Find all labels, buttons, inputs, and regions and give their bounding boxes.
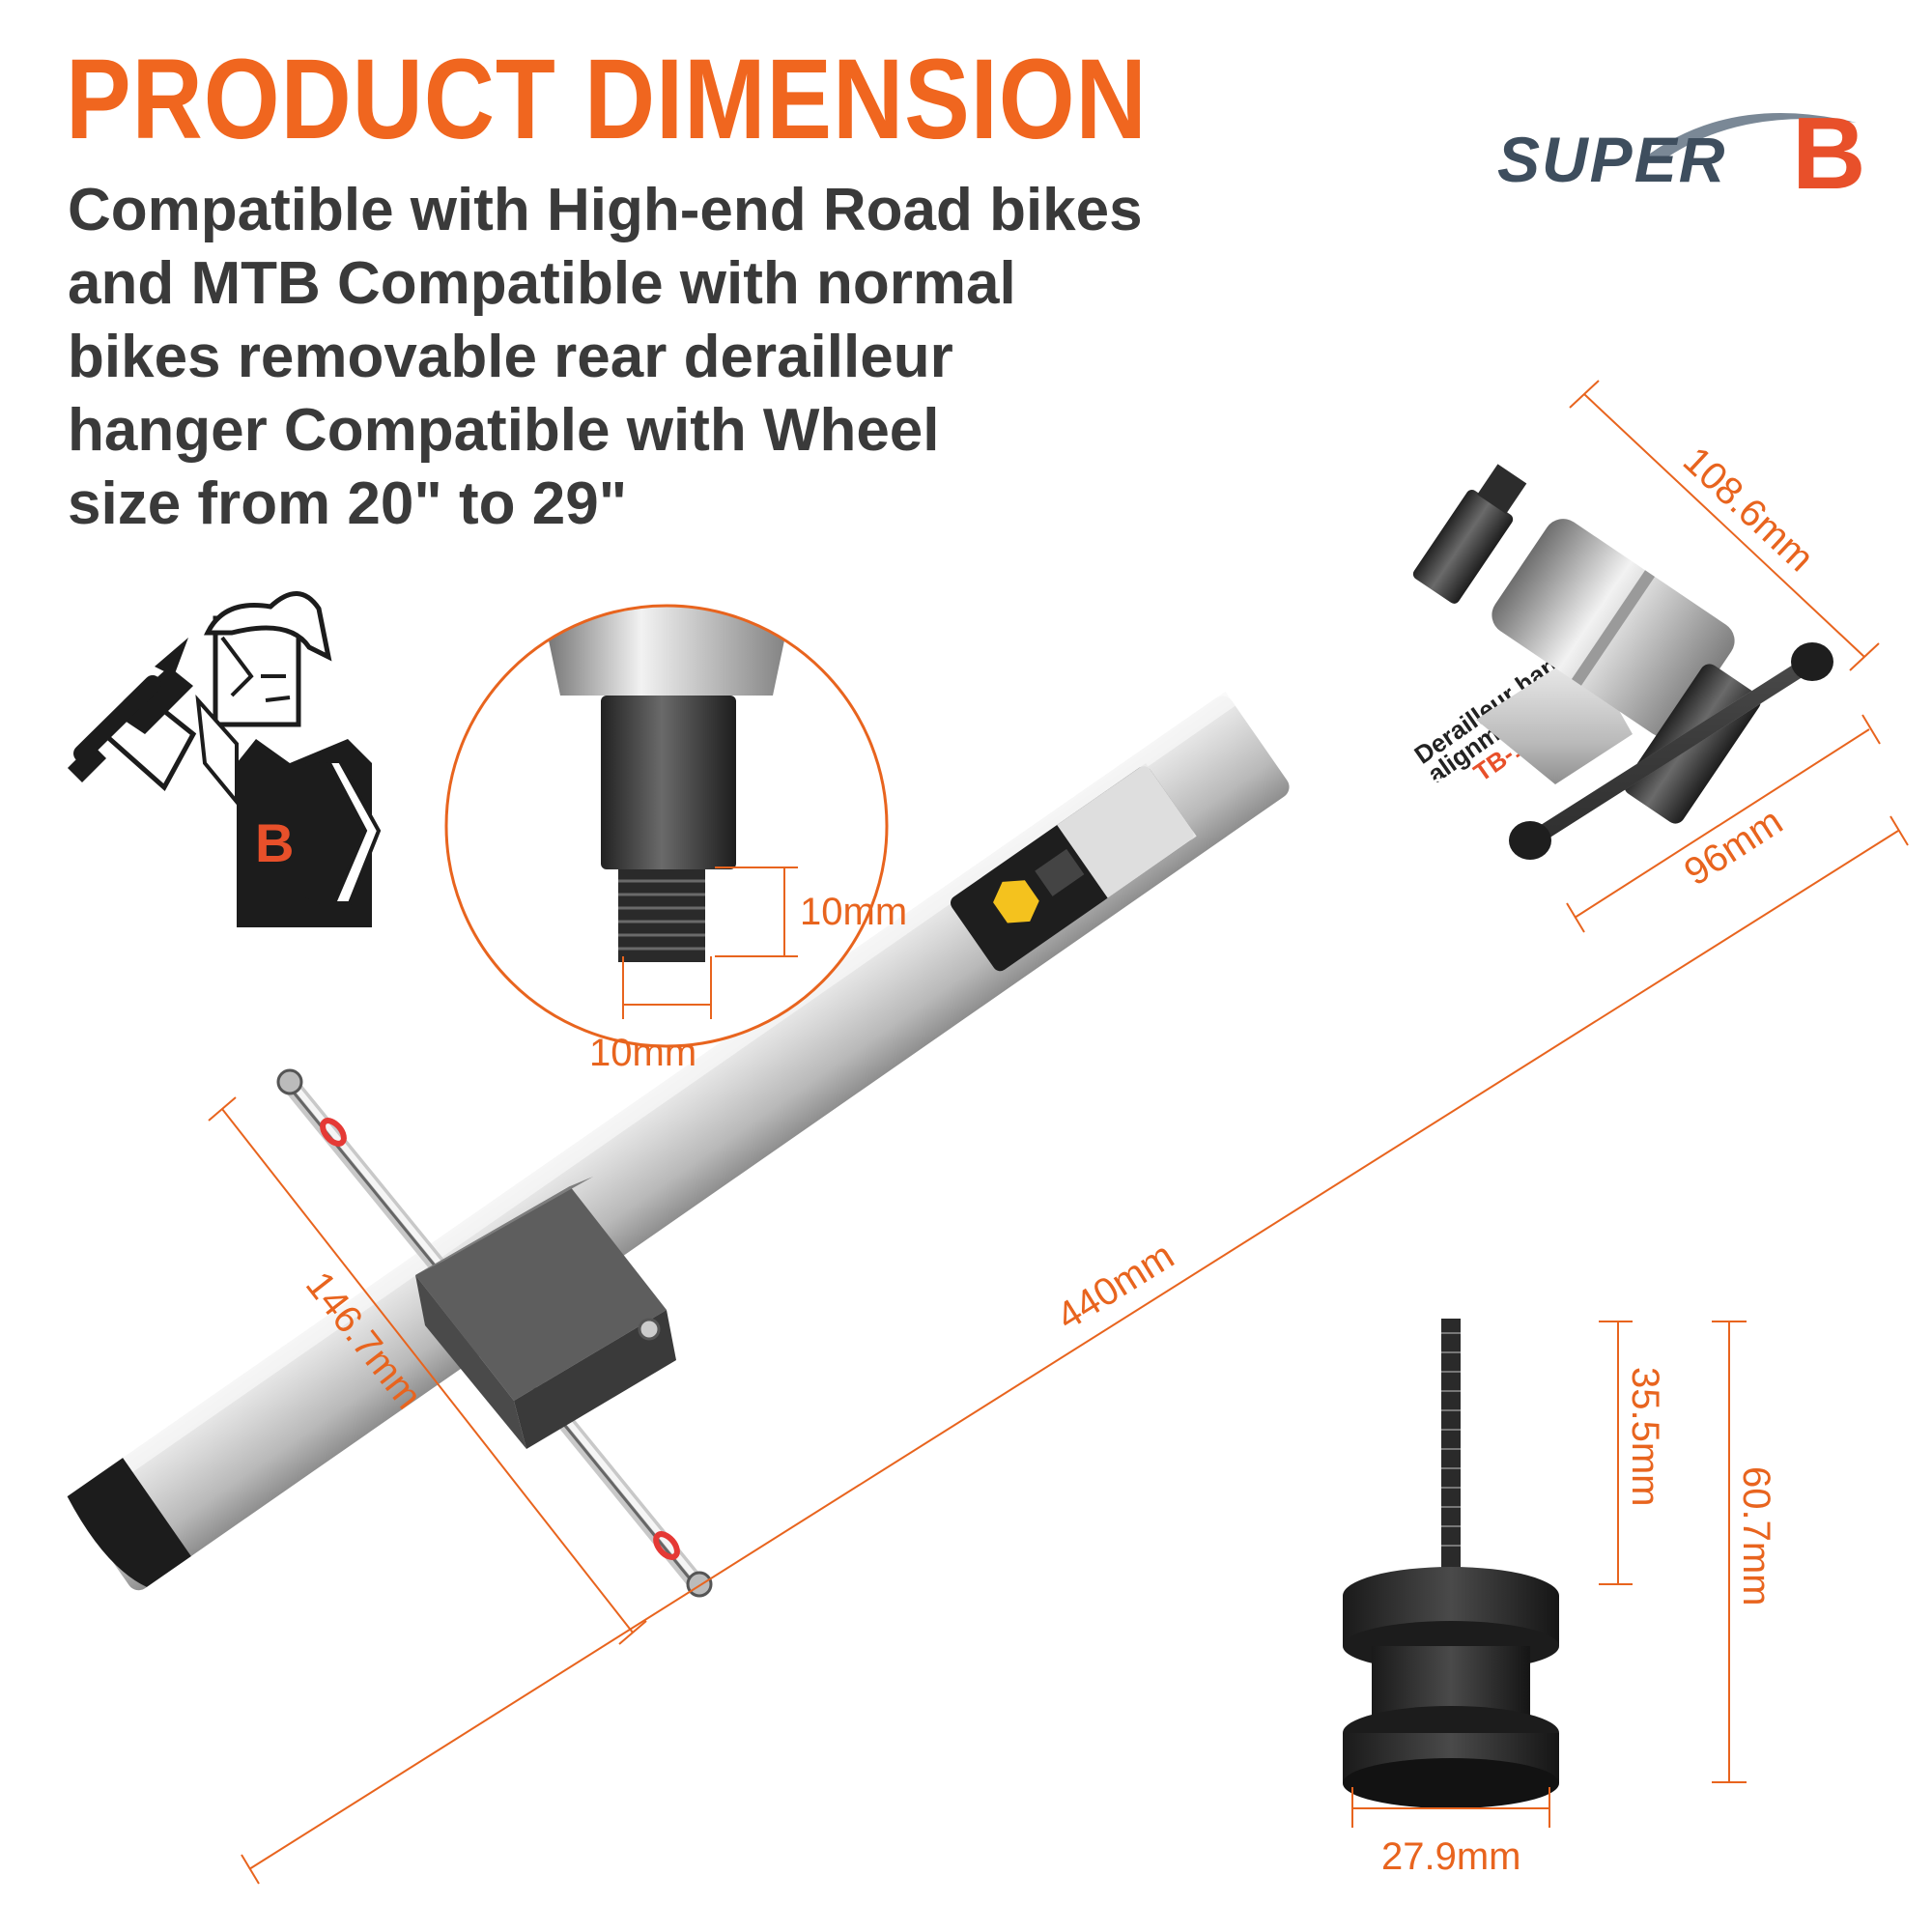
dim-bolt-thread: 35.5mm (1624, 1367, 1666, 1507)
description-line: hanger Compatible with Wheel (68, 397, 940, 464)
brand-logo: SUPER B (1497, 97, 1884, 211)
brand-b-letter: B (1792, 97, 1866, 211)
page-title: PRODUCT DIMENSION (66, 36, 1148, 163)
mascot-shirt-letter: B (255, 812, 294, 873)
tool-sticker (951, 763, 1197, 972)
dim-bolt-total: 60.7mm (1735, 1466, 1777, 1606)
alignment-gauge-tool: Derailleur hanger alignment gauge TB-194… (67, 464, 1833, 1598)
dim-thread-diameter: 10mm (589, 1032, 696, 1074)
dim-thread-length: 10mm (800, 891, 907, 933)
sticker-brand: SUPER B (1347, 770, 1455, 858)
description-line: size from 20" to 29" (68, 470, 628, 537)
logo-swoosh-icon (1642, 112, 1857, 161)
dim-head-width: 96mm (1677, 800, 1790, 894)
description-line: bikes removable rear derailleur (68, 324, 953, 390)
compatibility-description: Compatible with High-end Road bikes and … (68, 174, 1420, 541)
knob-bolt (1343, 1319, 1559, 1808)
slide-block (415, 1177, 676, 1449)
brand-super-text: SUPER (1497, 124, 1727, 195)
thread-detail-zoom (444, 604, 889, 1048)
description-line: Compatible with High-end Road bikes (68, 177, 1143, 243)
dimension-lines (208, 380, 1909, 1885)
head-pin (1412, 489, 1514, 604)
head-handle-rod (1509, 642, 1833, 860)
dim-head-height: 108.6mm (1675, 439, 1822, 580)
end-cap (67, 1458, 191, 1587)
description-line: and MTB Compatible with normal (68, 250, 1016, 317)
dim-knob-diameter: 27.9mm (1381, 1835, 1521, 1878)
mechanic-mascot-icon (68, 591, 382, 927)
